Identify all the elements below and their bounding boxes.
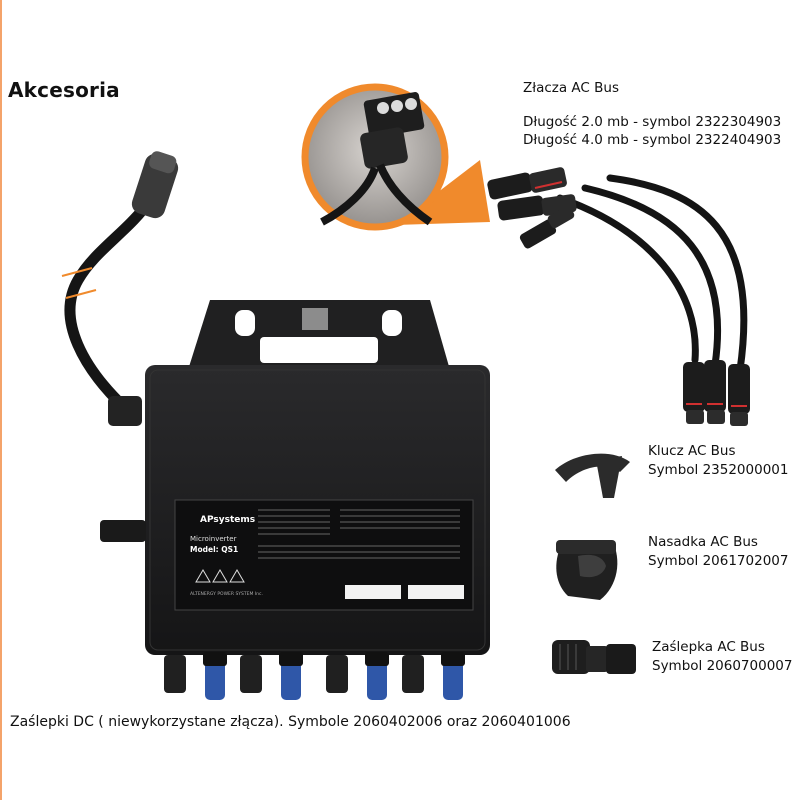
ac-bus-key-symbol: Symbol 2352000001 — [648, 462, 789, 478]
ac-bus-cap-label: Nasadka AC Bus Symbol 2061702007 — [648, 533, 788, 571]
ac-bus-connector-heads — [487, 167, 750, 426]
ac-bus-key-icon — [555, 453, 630, 498]
connector-zoom-circle — [301, 83, 449, 231]
ac-bus-harness — [556, 174, 748, 374]
nameplate-label: APsystems Microinverter Model: QS1 ALTEN… — [174, 499, 474, 611]
ac-bus-cap-icon — [556, 540, 618, 600]
model-text: Model: QS1 — [190, 545, 238, 554]
dc-connectors-row — [164, 652, 465, 700]
type-text: Microinverter — [190, 535, 237, 543]
ac-bus-end-plug-name: Zaślepka AC Bus — [652, 639, 765, 655]
ac-bus-key-name: Klucz AC Bus — [648, 443, 736, 459]
ac-bus-cap-name: Nasadka AC Bus — [648, 534, 758, 550]
dc-caps-caption: Zaślepki DC ( niewykorzystane złącza). S… — [10, 714, 571, 730]
ac-bus-cap-symbol: Symbol 2061702007 — [648, 553, 789, 569]
ac-bus-key-label: Klucz AC Bus Symbol 2352000001 — [648, 442, 788, 480]
ac-bus-length-2m: Długość 2.0 mb - symbol 2322304903 — [523, 114, 782, 130]
company-text: ALTENERGY POWER SYSTEM Inc. — [190, 591, 263, 597]
left-accent-line — [0, 0, 2, 800]
ac-output-cable — [61, 151, 179, 426]
ac-bus-connectors-title: Złacza AC Bus — [523, 80, 619, 96]
brand-text: APsystems — [200, 515, 255, 525]
page-heading: Akcesoria — [8, 78, 120, 102]
ac-bus-end-plug-symbol: Symbol 2060700007 — [652, 658, 793, 674]
mounting-bracket — [188, 300, 450, 370]
ac-bus-end-plug-label: Zaślepka AC Bus Symbol 2060700007 — [652, 638, 792, 676]
ac-bus-length-4m: Długość 4.0 mb - symbol 2322404903 — [523, 132, 782, 148]
ac-bus-end-plug-icon — [552, 640, 636, 674]
